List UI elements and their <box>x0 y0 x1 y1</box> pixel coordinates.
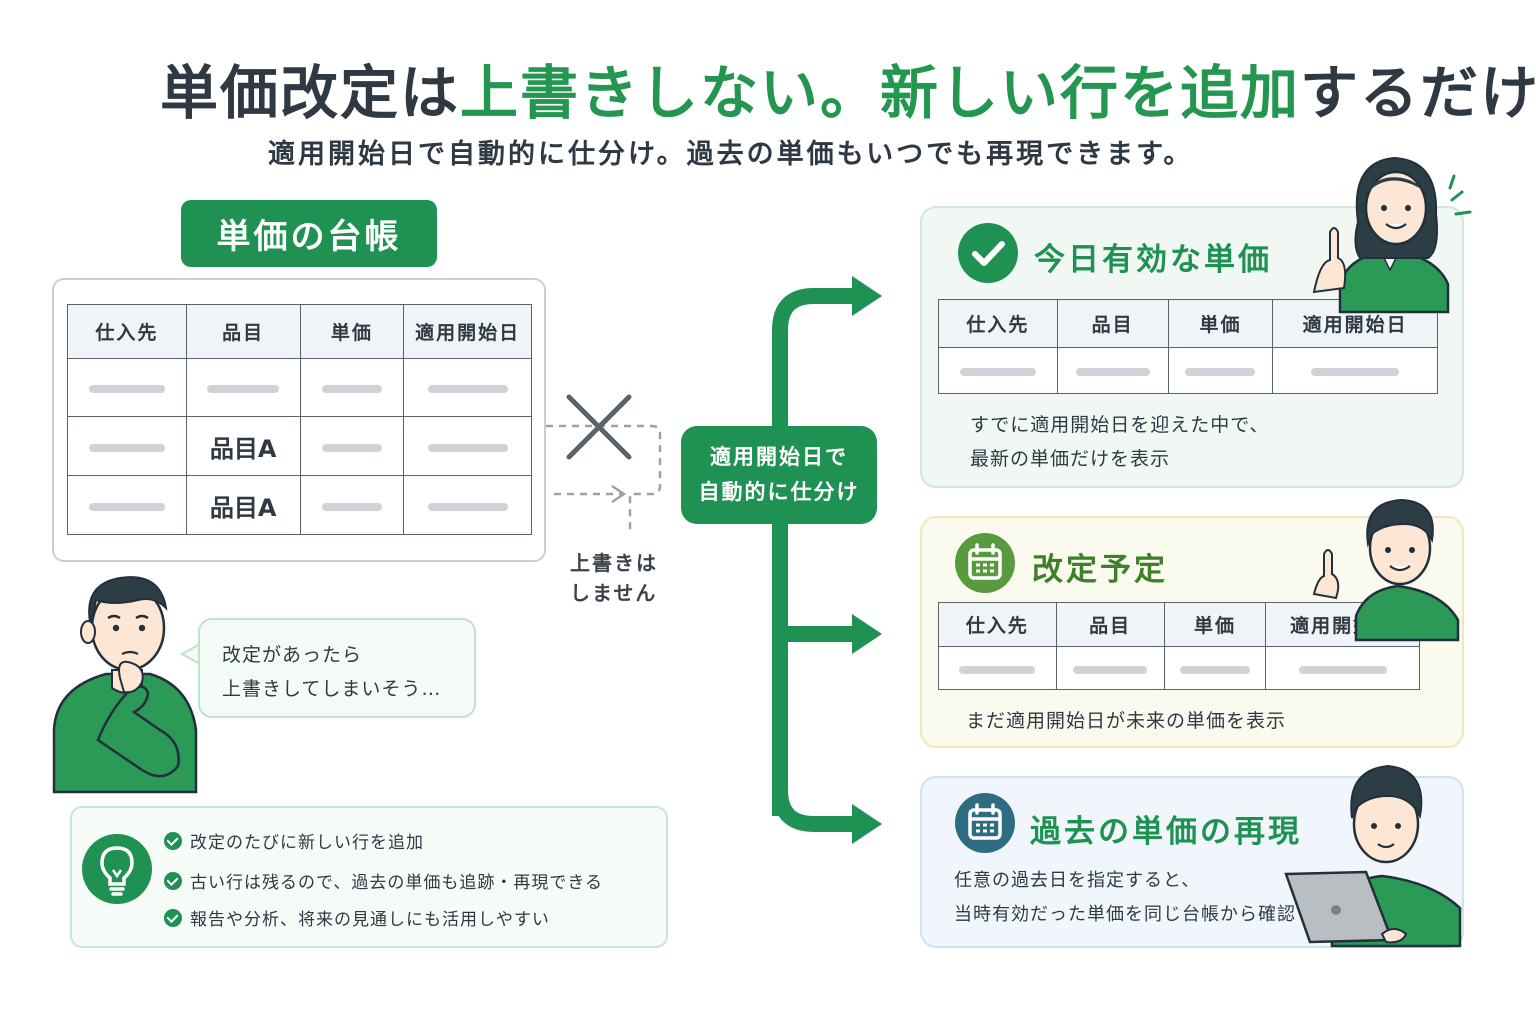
placeholder-bar <box>88 385 165 393</box>
past-price-title: 過去の単価の再現 <box>1030 814 1302 850</box>
ledger-header-start-date: 適用開始日 <box>403 304 532 359</box>
current-price-desc: すでに適用開始日を迎えた中で、 最新の単価だけを表示 <box>970 414 1270 470</box>
lightbulb-icon <box>82 834 152 904</box>
placeholder-bar <box>321 443 382 452</box>
placeholder-bar <box>1075 368 1150 376</box>
title-part2-highlight: 上書きしない。新しい行を追加 <box>460 59 1301 127</box>
branch-arrows <box>772 276 882 844</box>
calendar-icon <box>955 533 1015 593</box>
table-row <box>938 646 1420 690</box>
overwrite-connector <box>546 424 662 530</box>
page-subtitle: 適用開始日で自動的に仕分け。過去の単価もいつでも再現できます。 <box>268 139 1194 170</box>
check-icon <box>164 871 182 890</box>
check-icon <box>164 831 182 850</box>
woman-pointing-illustration <box>1312 156 1472 314</box>
ledger-item-a: 品目A <box>185 475 301 535</box>
table-row <box>67 358 532 417</box>
placeholder-bar <box>1073 665 1148 674</box>
check-circle-icon <box>958 223 1018 283</box>
ledger-header-supplier: 仕入先 <box>67 304 187 359</box>
placeholder-bar <box>1185 368 1256 376</box>
calendar-icon <box>955 793 1015 853</box>
placeholder-bar <box>321 385 382 393</box>
placeholder-bar <box>207 385 280 393</box>
placeholder-bar <box>321 502 382 511</box>
title-part3: するだけ。 <box>1300 59 1536 127</box>
worried-person-illustration <box>52 576 198 794</box>
placeholder-bar <box>959 665 1036 674</box>
placeholder-bar <box>1311 368 1400 376</box>
man-laptop-illustration <box>1284 764 1462 948</box>
table-row: 品目A <box>67 416 532 476</box>
tip-item: 報告や分析、将来の見通しにも活用しやすい <box>164 905 550 930</box>
placeholder-bar <box>959 368 1036 376</box>
placeholder-bar <box>88 443 165 452</box>
auto-sort-badge: 適用開始日で 自動的に仕分け <box>681 426 877 524</box>
ledger-label: 単価の台帳 <box>181 200 437 267</box>
placeholder-bar <box>1298 665 1387 674</box>
tip-item: 改定のたびに新しい行を追加 <box>164 828 424 853</box>
check-icon <box>164 908 182 927</box>
ledger-header-row: 仕入先 品目 単価 適用開始日 <box>67 304 532 359</box>
title-part1: 単価改定は <box>160 59 461 127</box>
no-overwrite-note: 上書きは しません <box>570 551 658 605</box>
current-header-row: 仕入先 品目 単価 適用開始日 <box>938 299 1438 348</box>
placeholder-bar <box>1179 665 1250 674</box>
placeholder-bar <box>427 502 508 511</box>
ledger-table: 仕入先 品目 単価 適用開始日 品目A 品目A <box>67 304 532 535</box>
planned-revision-desc: まだ適用開始日が未来の単価を表示 <box>966 710 1287 732</box>
placeholder-bar <box>427 443 508 452</box>
worry-speech-bubble: 改定があったら 上書きしてしまいそう… <box>198 618 476 718</box>
placeholder-bar <box>88 502 165 511</box>
bubble-tail <box>180 643 201 665</box>
table-row: 品目A <box>67 475 532 535</box>
current-price-table: 仕入先 品目 単価 適用開始日 <box>938 299 1438 394</box>
tip-item: 古い行は残るので、過去の単価も追跡・再現できる <box>164 868 603 893</box>
ledger-item-a: 品目A <box>185 416 301 476</box>
placeholder-bar <box>427 385 508 393</box>
planned-revision-title: 改定予定 <box>1032 552 1168 588</box>
past-price-desc: 任意の過去日を指定すると、 当時有効だった単価を同じ台帳から確認 <box>954 870 1296 925</box>
ledger-header-price: 単価 <box>299 304 405 359</box>
man-pointing-illustration <box>1312 498 1460 642</box>
current-price-title: 今日有効な単価 <box>1034 242 1272 278</box>
page-title: 単価改定は上書きしない。新しい行を追加するだけ。 <box>160 46 1536 130</box>
table-row <box>938 347 1438 394</box>
ledger-header-item: 品目 <box>185 304 301 359</box>
cross-icon <box>566 394 632 460</box>
